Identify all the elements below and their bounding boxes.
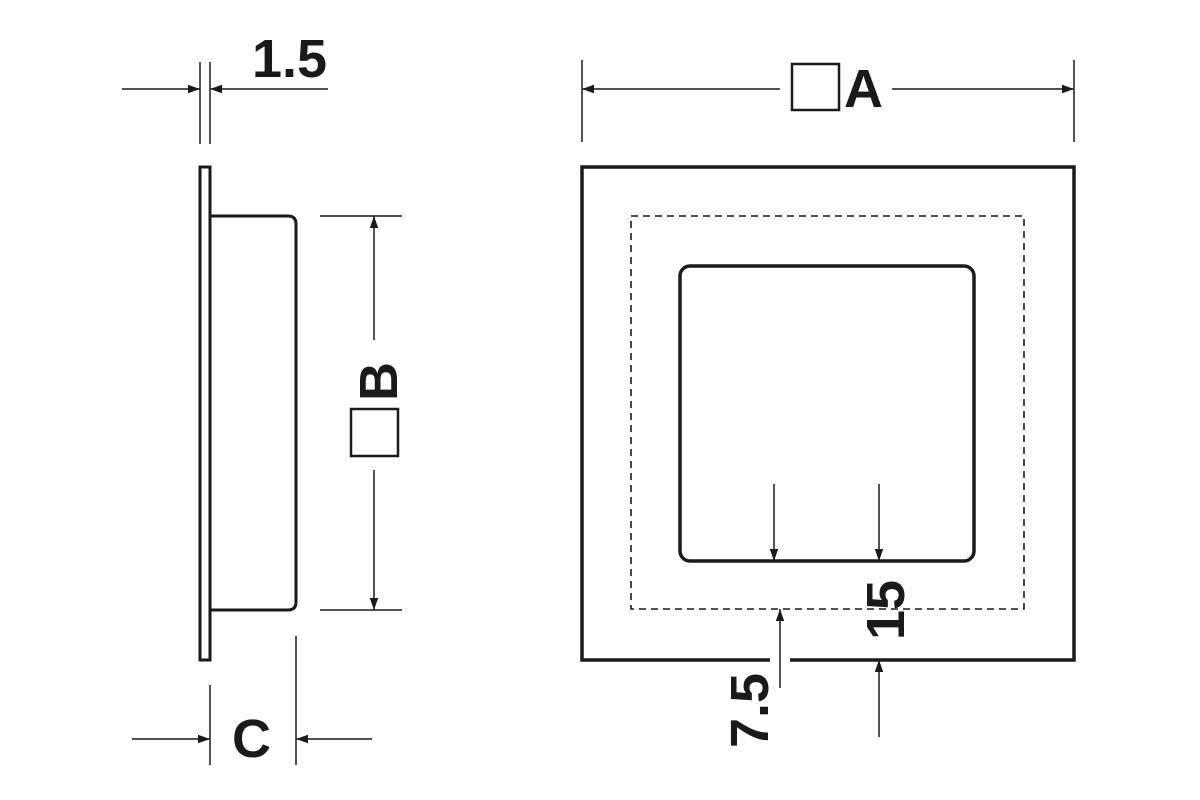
side-body-outline (210, 214, 298, 612)
outer-size-label: A (844, 59, 883, 119)
front-outer-outline (580, 165, 1076, 662)
grip-offset-label: 15 (856, 580, 916, 640)
depth-label: C (232, 709, 271, 769)
front-view (580, 60, 1076, 737)
flange-thickness-label: 1.5 (252, 29, 327, 89)
side-view (122, 62, 402, 765)
side-flange-outline (198, 165, 212, 662)
square-symbol-icon (349, 407, 400, 458)
front-cutout-dashed (630, 215, 1025, 610)
edge-offset-label: 7.5 (720, 673, 780, 748)
inner-size-label: B (349, 362, 409, 401)
square-symbol-icon (790, 62, 841, 112)
front-grip-recess (678, 264, 976, 563)
